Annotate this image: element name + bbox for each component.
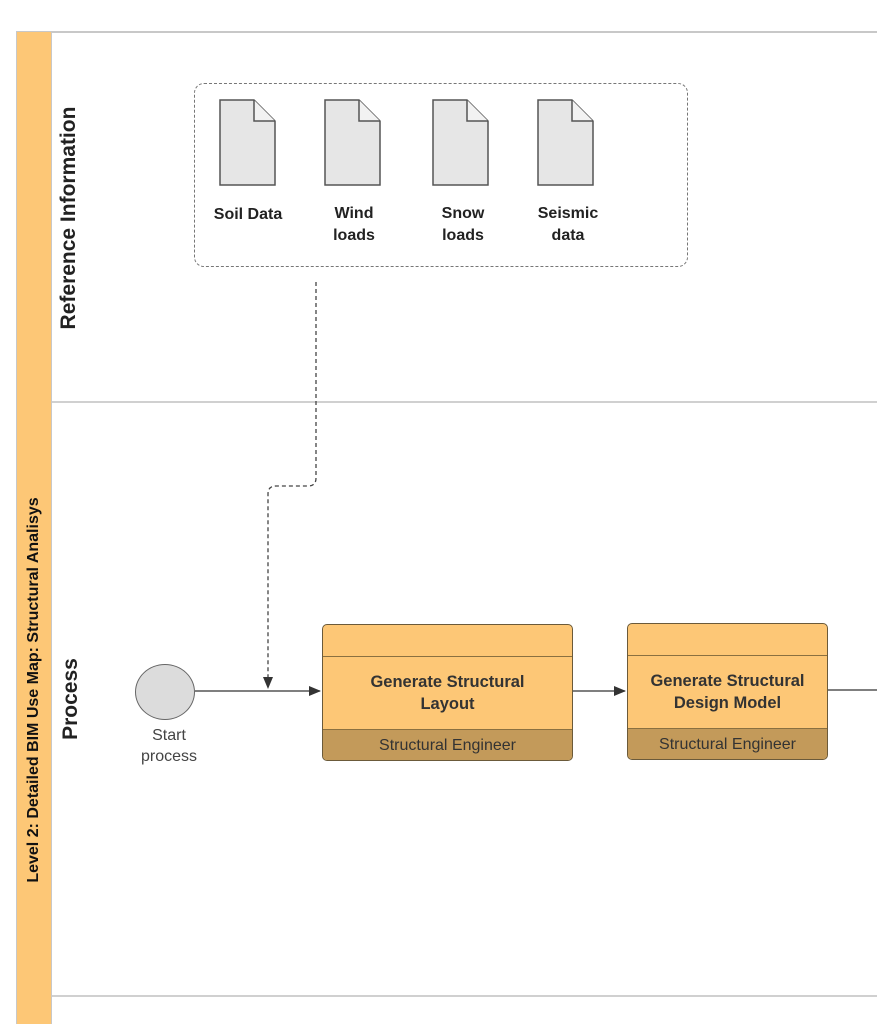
task-title: Generate Structural Layout	[370, 673, 525, 713]
task-header	[628, 624, 827, 656]
task-generate-structural-layout[interactable]: Generate Structural Layout Structural En…	[322, 624, 573, 761]
document-icon[interactable]	[537, 99, 595, 187]
task-role: Structural Engineer	[323, 729, 572, 760]
lane-divider	[52, 995, 877, 997]
task-generate-structural-design-model[interactable]: Generate Structural Design Model Structu…	[627, 623, 828, 760]
document-label-seismic-data: Seismic data	[537, 205, 599, 244]
task-header	[323, 625, 572, 657]
task-title: Generate Structural Design Model	[650, 672, 805, 712]
document-icon[interactable]	[324, 99, 382, 187]
lane-divider	[52, 401, 877, 403]
pool-header	[17, 32, 52, 1024]
task-role: Structural Engineer	[628, 728, 827, 759]
document-label-wind-loads: Wind loads	[333, 205, 375, 244]
start-event-circle[interactable]	[135, 664, 195, 720]
document-label-snow-loads: Snow loads	[441, 205, 485, 244]
reference-documents-group[interactable]	[194, 83, 688, 267]
association-line	[263, 282, 317, 689]
document-icon[interactable]	[432, 99, 490, 187]
document-label-soil-data: Soil Data	[213, 206, 283, 223]
document-icon[interactable]	[219, 99, 277, 187]
start-event-label: Start process	[140, 727, 198, 765]
